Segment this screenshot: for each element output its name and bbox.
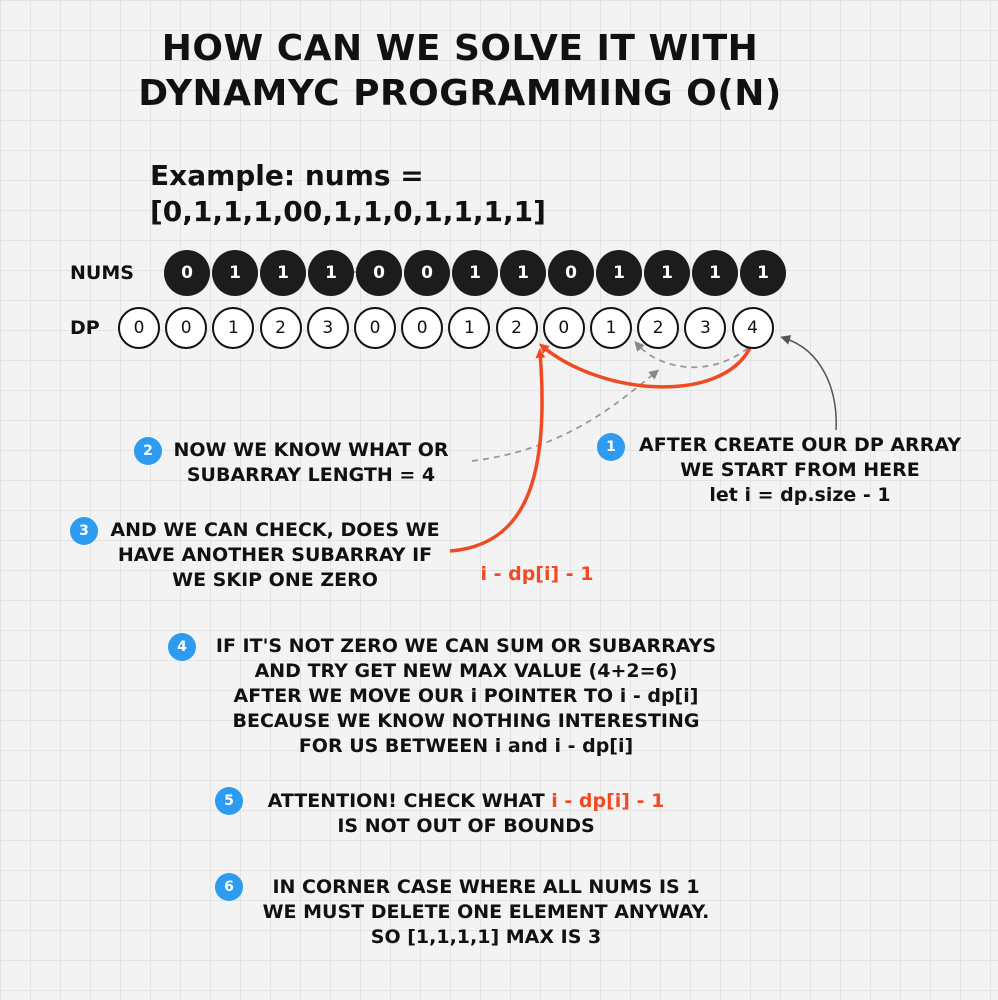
dp-cell: 1 [448,307,491,349]
badge-2: 2 [134,437,162,465]
note-5-highlight: i - dp[i] - 1 [551,790,665,812]
badge-6: 6 [215,873,243,901]
nums-cell: 0 [404,250,450,296]
badge-5: 5 [215,787,243,815]
nums-cell: 0 [548,250,594,296]
badge-3: 3 [70,517,98,545]
note-5-line-1: ATTENTION! CHECK WHAT i - dp[i] - 1 [246,789,686,814]
note-6: IN CORNER CASE WHERE ALL NUMS IS 1 WE MU… [246,875,726,950]
note-1-line-1: AFTER CREATE OUR DP ARRAY [639,434,961,456]
note-1: AFTER CREATE OUR DP ARRAY WE START FROM … [630,433,970,508]
note-4-line-2: AND TRY GET NEW MAX VALUE (4+2=6) [254,660,678,682]
note-3: AND WE CAN CHECK, DOES WE HAVE ANOTHER S… [100,518,450,593]
note-6-line-2: WE MUST DELETE ONE ELEMENT ANYWAY. [262,901,710,923]
note-3-line-2: HAVE ANOTHER SUBARRAY IF [117,544,433,566]
dp-cell: 4 [731,307,774,349]
nums-cell: 1 [260,250,306,296]
red-curve-arrow [449,348,546,553]
nums-cell: 1 [692,250,738,296]
example-text: Example: nums = [0,1,1,1,00,1,1,0,1,1,1,… [150,159,546,228]
nums-cell: 1 [212,250,258,296]
dp-cell: 0 [401,307,444,349]
nums-cell: 1 [740,250,786,296]
title-line-2: DYNAMYC PROGRAMMING O(N) [138,73,782,114]
nums-label: NUMS [70,262,134,284]
nums-cell: 1 [308,250,354,296]
dp-cell: 0 [118,307,160,349]
note-6-line-1: IN CORNER CASE WHERE ALL NUMS IS 1 [272,876,700,898]
note-4-line-4: BECAUSE WE KNOW NOTHING INTERESTING [232,710,700,732]
note-1-line-3: let i = dp.size - 1 [709,484,891,506]
dp-label: DP [70,317,100,339]
dp-cell: 3 [306,307,349,349]
badge-1: 1 [597,433,625,461]
note-5-prefix: ATTENTION! CHECK WHAT [267,790,552,812]
nums-cell: 0 [356,250,402,296]
note-4: IF IT'S NOT ZERO WE CAN SUM OR SUBARRAYS… [196,634,736,759]
dp-cell: 0 [165,307,208,349]
dp-cell: 3 [684,307,727,349]
start-arrow [780,335,837,431]
note-1-line-2: WE START FROM HERE [680,459,920,481]
note-6-line-3: SO [1,1,1,1] MAX IS 3 [370,926,602,948]
note-3-line-3: WE SKIP ONE ZERO [172,569,378,591]
note-2-line-2: SUBARRAY LENGTH = 4 [186,464,436,486]
dp-cell: 0 [354,307,396,349]
nums-cell: 1 [452,250,498,296]
note-5: ATTENTION! CHECK WHAT i - dp[i] - 1 IS N… [246,789,686,839]
nums-cell: 1 [644,250,690,296]
dp-cell: 1 [590,307,632,349]
formula-label: i - dp[i] - 1 [480,563,594,585]
note-2: NOW WE KNOW WHAT OR SUBARRAY LENGTH = 4 [166,438,456,488]
dp-cell: 2 [637,307,680,349]
note-4-line-5: FOR US BETWEEN i and i - dp[i] [298,735,634,757]
dp-cell: 0 [542,307,585,349]
note-4-line-1: IF IT'S NOT ZERO WE CAN SUM OR SUBARRAYS [215,635,717,657]
page-title: HOW CAN WE SOLVE IT WITH DYNAMYC PROGRAM… [80,26,840,116]
dashed-note2-arrow [471,369,660,462]
note-2-line-1: NOW WE KNOW WHAT OR [173,439,449,461]
red-arc-arrow [538,343,752,389]
nums-cell: 0 [164,250,210,296]
title-line-1: HOW CAN WE SOLVE IT WITH [161,28,759,69]
dp-cell: 2 [495,307,538,349]
dp-cell: 2 [259,307,302,349]
dp-cell: 1 [212,307,255,349]
nums-cell: 1 [500,250,546,296]
note-3-line-1: AND WE CAN CHECK, DOES WE [110,519,440,541]
nums-cell: 1 [596,250,642,296]
badge-4: 4 [168,633,196,661]
dashed-arc-arrow [634,341,749,369]
note-4-line-3: AFTER WE MOVE OUR i POINTER TO i - dp[i] [233,685,699,707]
note-5-line-2: IS NOT OUT OF BOUNDS [337,815,595,837]
